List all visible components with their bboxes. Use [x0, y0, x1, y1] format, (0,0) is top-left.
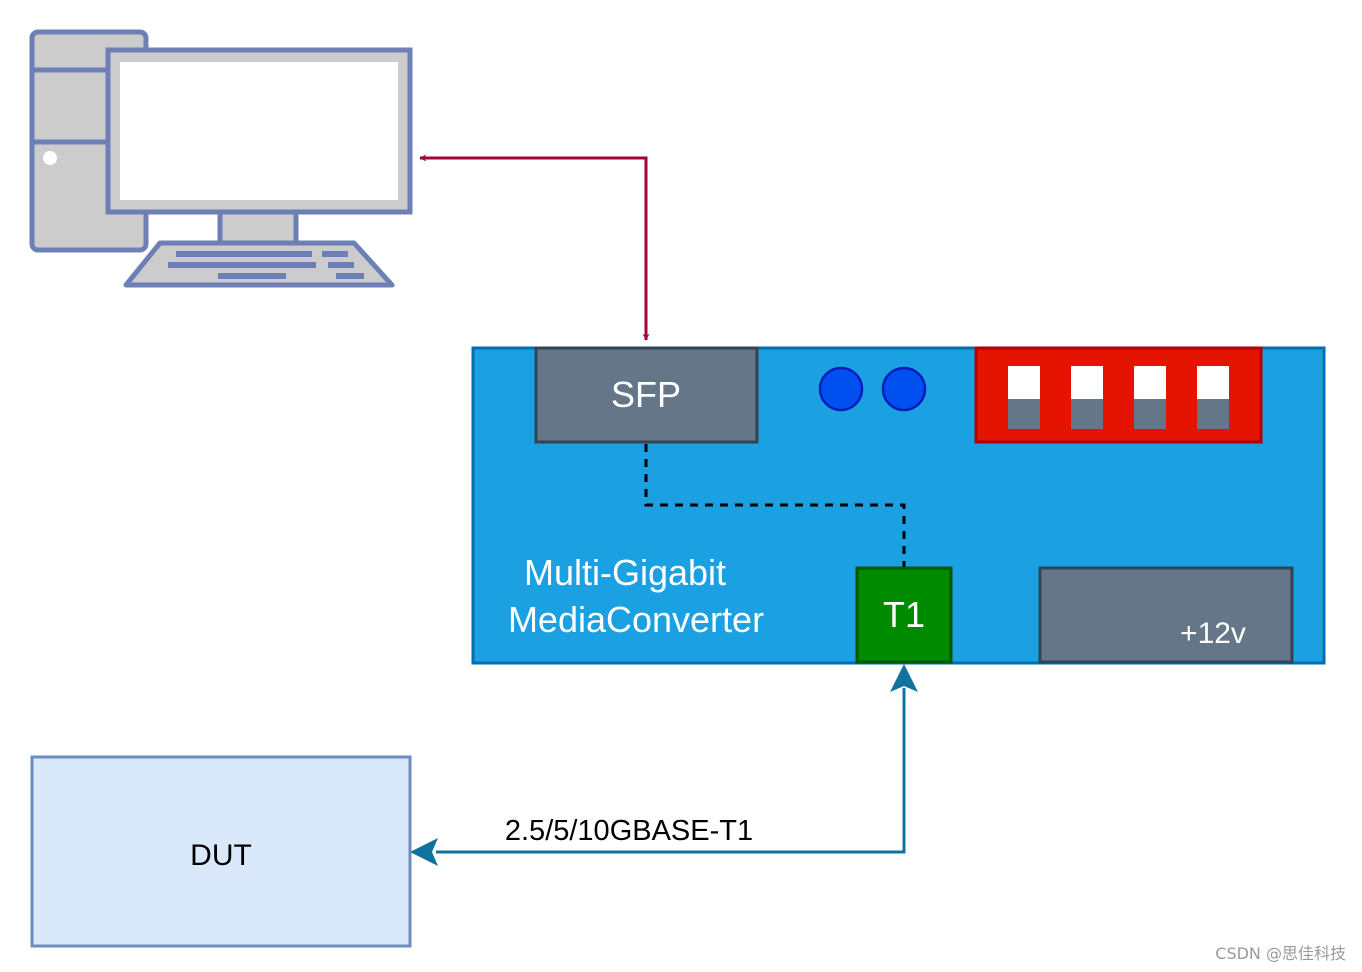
- dut-label: DUT: [190, 839, 252, 872]
- t1-label: T1: [883, 594, 925, 635]
- desktop-computer-icon: [29, 29, 413, 288]
- dip-switch-1: [1008, 366, 1040, 429]
- dip-switch-2: [1071, 366, 1103, 429]
- converter-title-line1: Multi-Gigabit: [524, 552, 726, 593]
- status-led-1: [818, 366, 864, 412]
- arrow-up-icon: [890, 664, 918, 692]
- link-label: 2.5/5/10GBASE-T1: [505, 815, 753, 847]
- media-converter-board: SFP Multi-Gigabit Media: [471, 346, 1326, 665]
- arrow-left-icon: [410, 838, 438, 866]
- sfp-label: SFP: [611, 374, 681, 415]
- sfp-module: [534, 346, 759, 444]
- dut-box: [30, 755, 412, 948]
- t1-port: [855, 566, 953, 664]
- dip-switch-block: [974, 346, 1263, 444]
- internal-dashed-link: [644, 444, 906, 568]
- status-led-2: [881, 366, 927, 412]
- watermark: CSDN @思佳科技: [1215, 944, 1346, 963]
- converter-title-line2: MediaConverter: [508, 599, 764, 640]
- dip-switch-4: [1197, 366, 1229, 429]
- dip-switch-3: [1134, 366, 1166, 429]
- pc-sfp-connector: [419, 154, 650, 341]
- power-connector: [1038, 566, 1294, 664]
- t1-dut-connector: [436, 688, 906, 854]
- power-label: +12v: [1180, 617, 1246, 650]
